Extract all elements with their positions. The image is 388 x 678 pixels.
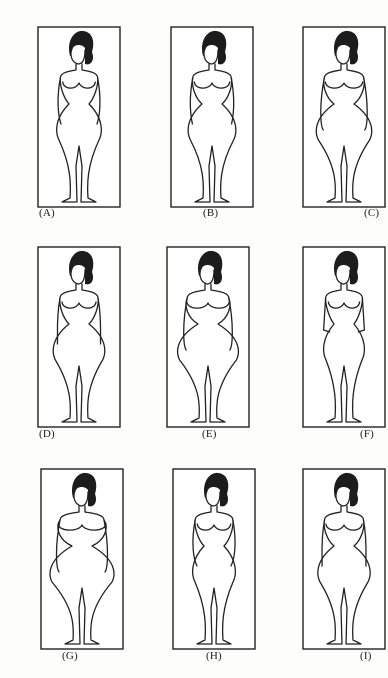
figure-panel-e: (E): [166, 246, 250, 436]
figure-panel-a: (A): [37, 26, 121, 216]
figure-label-a: (A): [39, 208, 55, 219]
figure-e: [166, 246, 250, 428]
figure-label-c: (C): [364, 208, 379, 219]
figure-label-e: (E): [202, 429, 217, 440]
figure-d: [37, 246, 121, 428]
figure-panel-g: (G): [40, 468, 124, 658]
figure-frame-c: [303, 27, 385, 207]
figure-b: [170, 26, 254, 208]
figure-panel-d: (D): [37, 246, 121, 436]
figure-frame-b: [171, 27, 253, 207]
figure-label-g: (G): [62, 651, 78, 662]
figure-panel-f: (F): [302, 246, 386, 436]
figure-a: [37, 26, 121, 208]
figure-frame-f: [303, 247, 385, 427]
figure-frame-e: [167, 247, 249, 427]
figure-frame-d: [38, 247, 120, 427]
figure-label-d: (D): [39, 429, 55, 440]
figure-frame-h: [173, 469, 255, 649]
figure-panel-b: (B): [170, 26, 254, 216]
figure-label-h: (H): [206, 651, 222, 662]
figure-frame-g: [41, 469, 123, 649]
figure-label-f: (F): [360, 429, 374, 440]
figure-label-i: (I): [360, 651, 372, 662]
figure-panel-c: (C): [302, 26, 386, 216]
figure-frame-i: [303, 469, 385, 649]
figure-i: [302, 468, 386, 650]
figure-h: [172, 468, 256, 650]
figure-f: [302, 246, 386, 428]
figure-g: [40, 468, 124, 650]
figure-frame-a: [38, 27, 120, 207]
figure-panel-h: (H): [172, 468, 256, 658]
figure-label-b: (B): [203, 208, 218, 219]
figure-panel-i: (I): [302, 468, 386, 658]
figure-c: [302, 26, 386, 208]
